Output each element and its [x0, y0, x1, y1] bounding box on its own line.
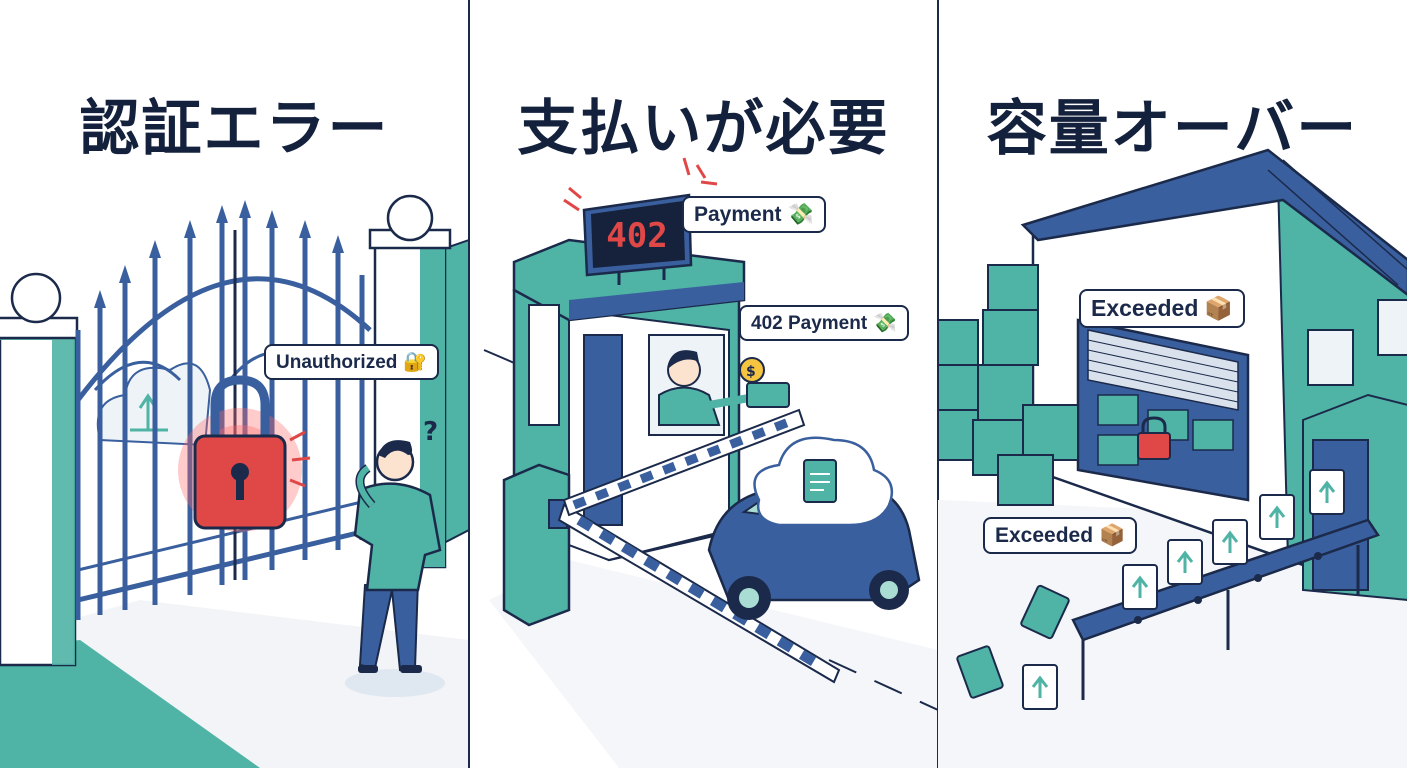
svg-text:?: ? [423, 417, 438, 447]
payment-label: Payment💸 [682, 196, 826, 233]
package-icon: 📦 [1099, 523, 1126, 547]
exceeded-sign-text: Exceeded [1091, 295, 1199, 321]
money-wings-icon: 💸 [873, 312, 897, 334]
panel-payment-required: $ 支払いが必要 402 Payment💸 402 Payment [469, 0, 938, 768]
panel-title: 容量オーバー [986, 94, 1359, 164]
payment-scene: $ [483, 157, 938, 768]
auth-error-scene: ? [0, 194, 469, 768]
unauthorized-text: Unauthorized [276, 352, 398, 373]
status-code-sign: 402 [606, 216, 668, 256]
lock-key-icon: 🔐 [403, 351, 428, 373]
exceeded-sign: Exceeded📦 [1079, 289, 1246, 328]
panel-capacity-exceeded: 容量オーバー Exceeded📦 Exceeded📦 [938, 0, 1407, 768]
payment-speech-text: 402 Payment [751, 313, 868, 334]
panel-auth-error: ? 認証エラー Unauthorized🔐 [0, 0, 469, 768]
package-icon: 📦 [1204, 296, 1234, 322]
unauthorized-label: Unauthorized🔐 [264, 344, 440, 380]
money-wings-icon: 💸 [787, 202, 814, 226]
svg-text:$: $ [746, 364, 756, 380]
exceeded-label: Exceeded📦 [983, 517, 1138, 554]
capacity-scene [938, 148, 1407, 768]
panel-title: 支払いが必要 [517, 94, 890, 164]
panel-title: 認証エラー [79, 94, 390, 164]
panel-divider [468, 0, 470, 768]
exceeded-label-text: Exceeded [995, 524, 1094, 547]
payment-speech-bubble: 402 Payment💸 [739, 305, 909, 341]
payment-text: Payment [694, 203, 782, 226]
